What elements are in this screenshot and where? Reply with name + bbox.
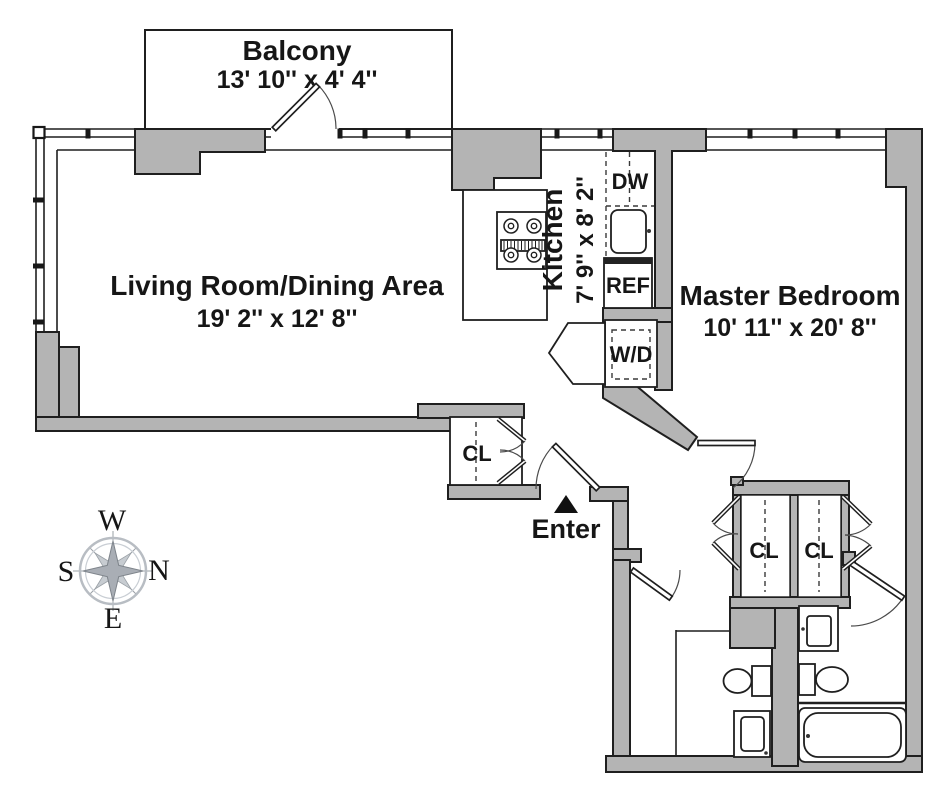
kitchen-counter: [462, 189, 548, 321]
compass-north: N: [148, 554, 170, 587]
walls: [35, 128, 923, 773]
entry-closet-label: CL: [462, 441, 491, 466]
washer-dryer-closet: W/D: [547, 319, 658, 388]
dishwasher-label: DW: [612, 169, 649, 194]
compass-rose-icon: W S N E: [58, 504, 170, 635]
room-labels: Living Room/Dining Area 19' 2'' x 12' 8'…: [110, 176, 900, 342]
compass-south: S: [58, 555, 75, 588]
kitchen-sink-icon: [610, 209, 647, 254]
washer-dryer-door: [547, 322, 606, 385]
living-room-dims: 19' 2'' x 12' 8'': [197, 305, 358, 333]
bedroom-door: [697, 439, 756, 489]
bathroom-door-left: [629, 566, 681, 602]
enter-arrow-icon: [554, 495, 578, 513]
entry-marker: Enter: [531, 495, 601, 544]
stove-icon: [496, 211, 547, 270]
toilet-icon-right: [798, 663, 849, 696]
bifold-door-icon-right: [841, 495, 873, 571]
compass-east: E: [104, 602, 122, 635]
entry-door: [535, 442, 601, 492]
bathtub-icon: [798, 707, 907, 763]
closet-right-label: CL: [804, 538, 833, 563]
kitchen-appliance-column: DW REF: [603, 152, 654, 309]
kitchen-label: Kitchen: [537, 189, 568, 292]
bathrooms: [675, 605, 907, 763]
bifold-door-icon-left: [711, 495, 741, 571]
window-mullions: [32, 125, 841, 325]
burner-icons: [503, 218, 542, 263]
faucet-dot: [647, 229, 651, 233]
closet-left: CL: [711, 494, 791, 598]
compass-west: W: [98, 504, 127, 537]
kitchen-dims: 7' 9'' x 8' 2'': [572, 176, 599, 304]
closet-right: CL: [797, 494, 873, 598]
toilet-icon-left: [722, 665, 772, 697]
entry-closet: CL: [449, 416, 527, 486]
master-bedroom-label: Master Bedroom: [680, 280, 901, 311]
enter-label: Enter: [531, 514, 601, 544]
balcony-dims: 13' 10'' x 4' 4'': [217, 66, 378, 94]
refrigerator-box: [603, 257, 653, 309]
bifold-door-icon: [496, 417, 527, 485]
living-room-label: Living Room/Dining Area: [110, 270, 444, 301]
washer-dryer-label: W/D: [610, 342, 653, 367]
sink-icon-right: [798, 605, 839, 652]
master-bedroom-dims: 10' 11'' x 20' 8'': [703, 314, 876, 342]
sink-icon-left: [733, 710, 771, 758]
stove-hatch: [500, 239, 546, 252]
closet-left-label: CL: [749, 538, 778, 563]
refrigerator-label: REF: [606, 273, 650, 298]
balcony-door-opening: [271, 125, 339, 142]
balcony-door: [271, 82, 337, 132]
balcony-area: Balcony 13' 10'' x 4' 4'': [144, 29, 453, 130]
balcony-label: Balcony: [243, 35, 352, 66]
